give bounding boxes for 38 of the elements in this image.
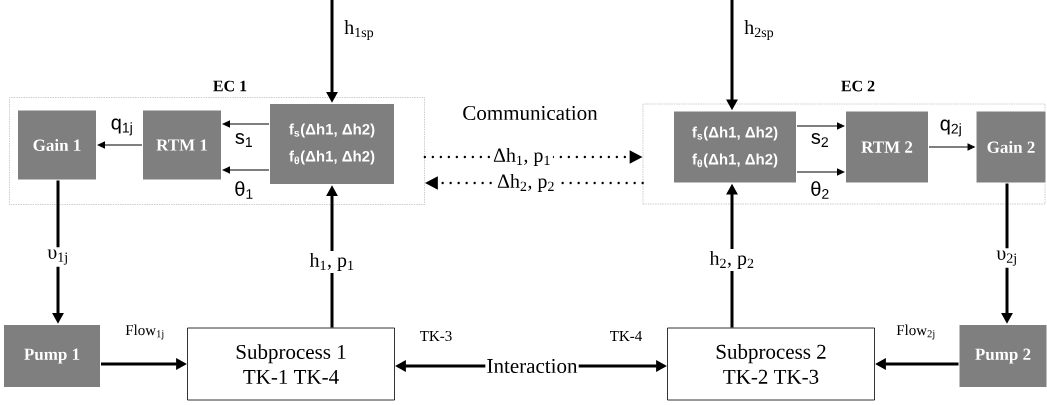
arrow [222,166,270,174]
arrow [97,141,143,149]
block-box: Gain 2 [975,110,1047,184]
function-box: f$_{s}$(Δh1, Δh2) f$_{θ}$(Δh1, Δh2) [673,110,797,184]
edge-label: Δh$_{1}$, p$_{1}$ [491,145,553,169]
edge-label: θ$_{2}$ [811,181,829,199]
interaction-text: Interaction [487,358,578,374]
block-box: Pump 1 [3,324,101,388]
process-box: Subprocess 1 TK-1 TK-4 [187,327,395,401]
block-box: Gain 1 [17,109,97,181]
heading-text: Communication [463,105,598,121]
arrow [796,122,845,130]
node-label: EC 2 [841,80,875,92]
function-box: f$_{s}$(Δh1, Δh2) f$_{θ}$(Δh1, Δh2) [269,103,395,185]
arrow [796,168,845,176]
edge-label: Flow$_{1j}$ [125,324,164,340]
edge-label: TK-4 [610,331,642,341]
block-box: Pump 2 [958,324,1047,388]
edge-label: TK-3 [420,330,452,342]
process-box: Subprocess 2 TK-2 TK-3 [667,327,875,401]
edge-label: υ$_{1j}$ [45,247,71,267]
edge-label: q$_{2j}$ [940,119,961,137]
block-box: RTM 1 [142,109,222,181]
edge-label: q$_{1j}$ [111,118,132,136]
edge-label: h$_{1}$, p$_{1}$ [307,250,357,274]
edge-label: υ$_{2j}$ [994,248,1020,268]
edge-label: h$_{2sp}$ [744,20,774,40]
edge-label: s$_{2}$ [811,133,828,147]
block-box: RTM 2 [845,110,929,184]
edge-label: θ$_{1}$ [235,181,253,199]
edge-label: h$_{1sp}$ [344,20,374,40]
arrow [928,143,975,151]
arrow [222,120,270,128]
edge-label: h$_{2}$, p$_{2}$ [707,248,757,272]
edge-label: Flow$_{2j}$ [896,324,935,340]
node-label: EC 1 [213,80,247,92]
edge-label: Δh$_{2}$, p$_{2}$ [495,171,557,195]
edge-label: s$_{1}$ [235,133,252,147]
